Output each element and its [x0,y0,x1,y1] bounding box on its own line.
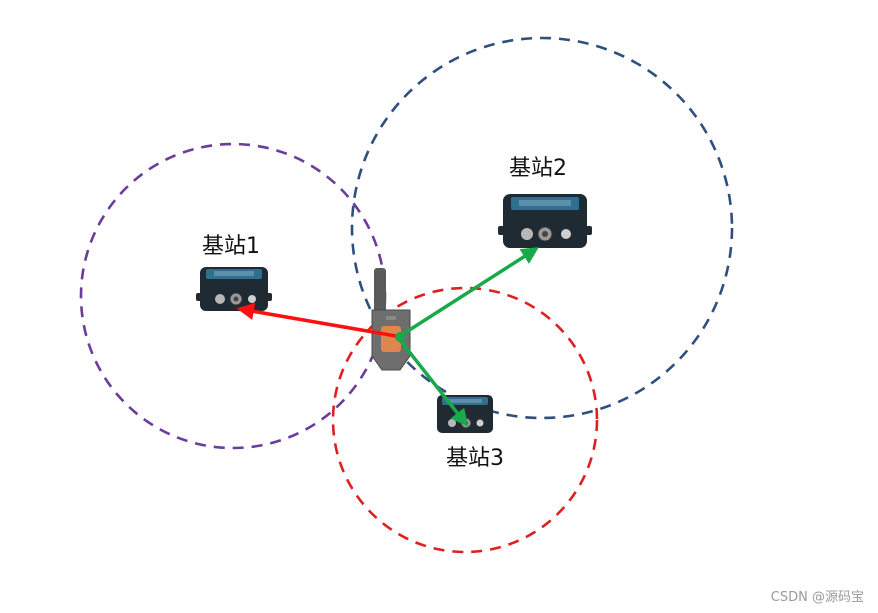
station1-label: 基站1 [202,234,260,259]
mobile-tag-device [372,268,410,370]
station3-label: 基站3 [446,446,504,471]
station2-device [498,194,592,248]
station3-device [437,395,493,433]
arrow-to-station2 [400,249,536,336]
tag-center-dot [395,332,405,342]
station1-device [196,267,272,311]
station2-label: 基站2 [509,156,567,181]
watermark: CSDN @源码宝 [771,586,864,605]
arrow-to-station3 [400,340,466,424]
